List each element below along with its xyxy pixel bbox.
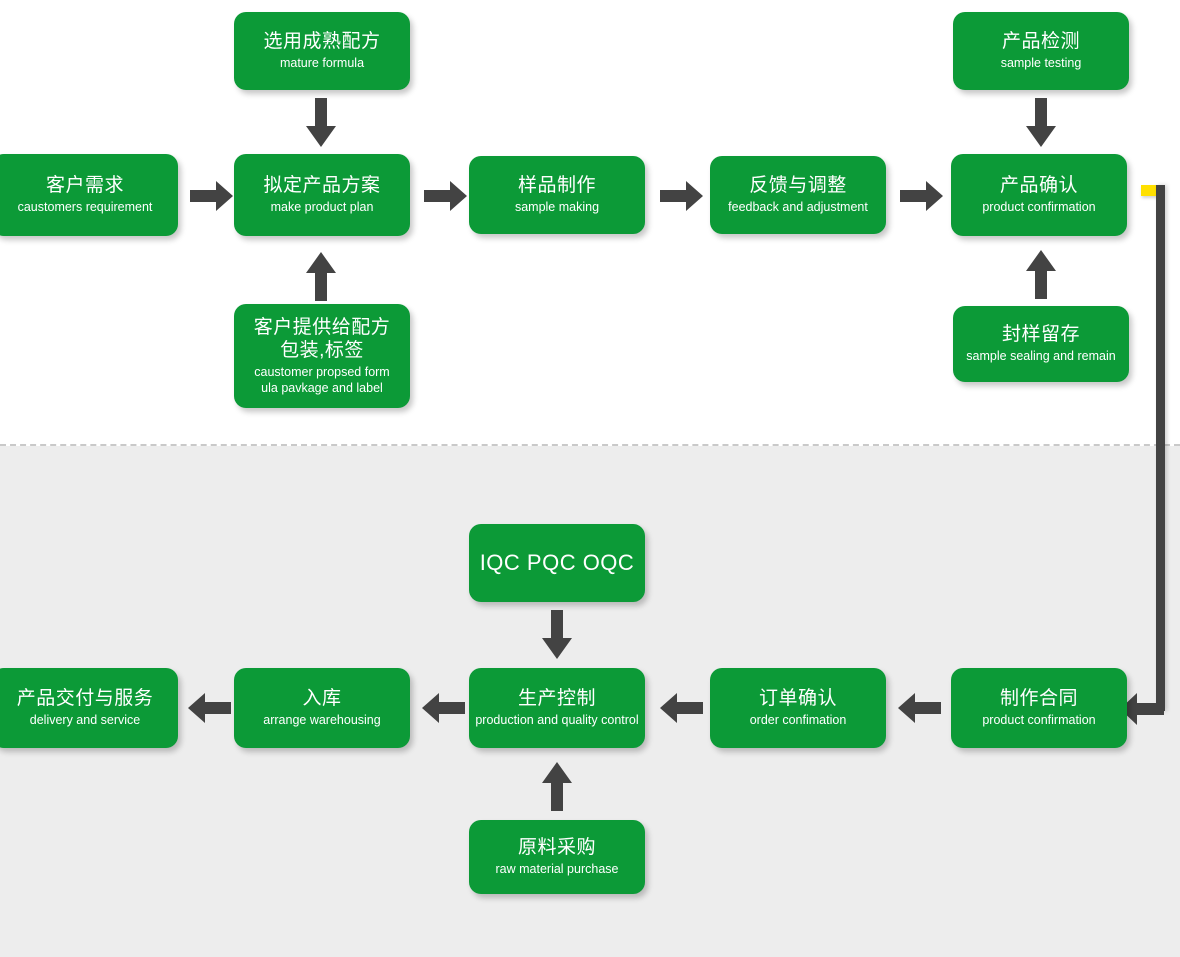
arrow-contract-to-order: [898, 692, 942, 724]
node-label-cn: 产品检测: [1001, 31, 1080, 53]
node-label-cn: 封样留存: [1001, 324, 1080, 346]
node-customer-requirement[interactable]: 客户需求 caustomers requirement: [0, 154, 178, 236]
node-sample-making[interactable]: 样品制作 sample making: [469, 156, 645, 234]
arrow-sample-sealing-to-confirmation: [1025, 250, 1057, 300]
arrow-requirement-to-plan: [190, 180, 234, 212]
node-label-en: delivery and service: [29, 713, 141, 728]
node-order-confirmation[interactable]: 订单确认 order confimation: [710, 668, 886, 748]
node-label-en: feedback and adjustment: [728, 200, 868, 215]
arrow-warehousing-to-delivery: [188, 692, 232, 724]
node-mature-formula[interactable]: 选用成熟配方 mature formula: [234, 12, 410, 90]
node-label-cn: 订单确认: [758, 688, 837, 710]
node-make-contract[interactable]: 制作合同 product confirmation: [951, 668, 1127, 748]
band-divider: [0, 444, 1180, 446]
node-label-en: sample testing: [1000, 56, 1082, 71]
node-delivery-service[interactable]: 产品交付与服务 delivery and service: [0, 668, 178, 748]
node-label-cn: 产品确认: [999, 175, 1078, 197]
connector-vertical-line: [1156, 185, 1165, 711]
node-label-en: sample making: [514, 200, 600, 215]
node-product-confirmation[interactable]: 产品确认 product confirmation: [951, 154, 1127, 236]
node-label-en: product confirmation: [982, 713, 1096, 728]
connector-yellow-accent: [1141, 185, 1159, 196]
node-label-cn: 生产控制: [517, 688, 596, 710]
node-label-cn: 制作合同: [999, 688, 1078, 710]
node-label-cn: IQC PQC OQC: [479, 549, 635, 575]
arrow-customer-provided-to-plan: [305, 252, 337, 302]
arrow-feedback-to-confirmation: [900, 180, 944, 212]
node-label-cn: 拟定产品方案: [263, 175, 381, 197]
node-label-en: make product plan: [270, 200, 374, 215]
node-label-cn: 客户需求: [45, 175, 124, 197]
arrow-mature-formula-to-plan: [305, 98, 337, 148]
node-label-en: caustomers requirement: [17, 200, 153, 215]
node-production-control[interactable]: 生产控制 production and quality control: [469, 668, 645, 748]
arrow-sample-making-to-feedback: [660, 180, 704, 212]
node-label-cn: 客户提供给配方 包装,标签: [253, 316, 391, 361]
node-label-cn: 入库: [302, 688, 342, 710]
node-iqc-pqc-oqc[interactable]: IQC PQC OQC: [469, 524, 645, 602]
arrow-order-to-production: [660, 692, 704, 724]
node-label-cn: 样品制作: [517, 175, 596, 197]
node-customer-provided-formula[interactable]: 客户提供给配方 包装,标签 caustomer propsed form ula…: [234, 304, 410, 408]
node-label-cn: 反馈与调整: [749, 175, 847, 197]
node-label-en: order confimation: [749, 713, 847, 728]
node-label-cn: 原料采购: [517, 837, 596, 859]
node-label-en: arrange warehousing: [263, 713, 381, 728]
node-warehousing[interactable]: 入库 arrange warehousing: [234, 668, 410, 748]
node-label-en: caustomer propsed form ula pavkage and l…: [254, 365, 390, 395]
arrow-iqc-to-production-control: [541, 610, 573, 660]
node-label-en: product confirmation: [982, 200, 1096, 215]
arrow-plan-to-sample-making: [424, 180, 468, 212]
node-sample-sealing[interactable]: 封样留存 sample sealing and remain: [953, 306, 1129, 382]
node-make-product-plan[interactable]: 拟定产品方案 make product plan: [234, 154, 410, 236]
node-feedback-adjustment[interactable]: 反馈与调整 feedback and adjustment: [710, 156, 886, 234]
arrow-connector-to-make-contract: [1119, 692, 1165, 726]
node-label-en: production and quality control: [475, 713, 639, 728]
node-label-en: mature formula: [279, 56, 365, 71]
node-label-cn: 产品交付与服务: [16, 688, 154, 710]
arrow-raw-material-to-production: [541, 762, 573, 812]
node-label-en: raw material purchase: [495, 862, 619, 877]
node-label-en: sample sealing and remain: [966, 349, 1116, 364]
arrow-production-to-warehousing: [422, 692, 466, 724]
node-label-cn: 选用成熟配方: [263, 31, 381, 53]
arrow-sample-testing-to-confirmation: [1025, 98, 1057, 148]
node-raw-material-purchase[interactable]: 原料采购 raw material purchase: [469, 820, 645, 894]
node-sample-testing[interactable]: 产品检测 sample testing: [953, 12, 1129, 90]
